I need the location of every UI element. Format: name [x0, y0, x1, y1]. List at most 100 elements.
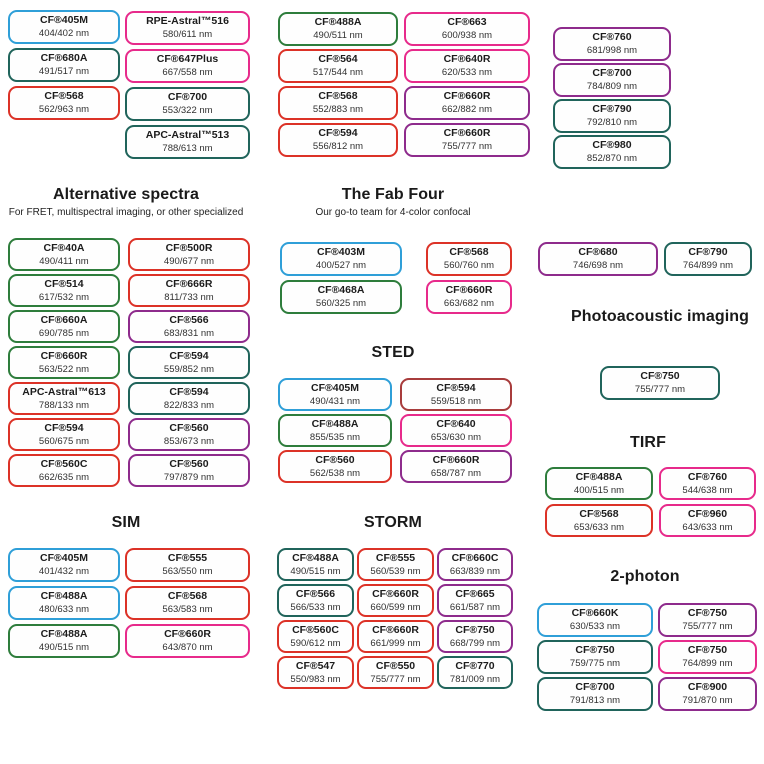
dye-name: CF®560 [169, 421, 209, 434]
dye-name: CF®660R [432, 453, 480, 466]
dye-name: CF®560C [292, 623, 339, 636]
dye-name: CF®514 [44, 277, 84, 290]
section-title: STED [371, 344, 415, 361]
dye-excitation-emission: 517/544 nm [312, 67, 364, 79]
dye-excitation-emission: 683/831 nm [163, 327, 215, 339]
dye-excitation-emission: 562/538 nm [309, 467, 361, 479]
dye-name: CF®564 [318, 53, 358, 66]
dye-excitation-emission: 791/813 nm [569, 695, 621, 707]
dye-excitation-emission: 617/532 nm [38, 291, 90, 303]
dye-name: CF®547 [295, 659, 336, 672]
dye-excitation-emission: 550/983 nm [290, 673, 341, 685]
dye-name: CF®568 [579, 507, 619, 520]
dye-excitation-emission: 784/809 nm [586, 81, 638, 93]
dye-name: CF®700 [592, 67, 632, 80]
dye-excitation-emission: 490/511 nm [313, 30, 363, 42]
dye-name: CF®40A [43, 241, 85, 254]
dye-excitation-emission: 797/879 nm [163, 471, 215, 483]
section-title: Alternative spectra [53, 186, 199, 203]
dye-name: CF®680A [40, 52, 88, 65]
